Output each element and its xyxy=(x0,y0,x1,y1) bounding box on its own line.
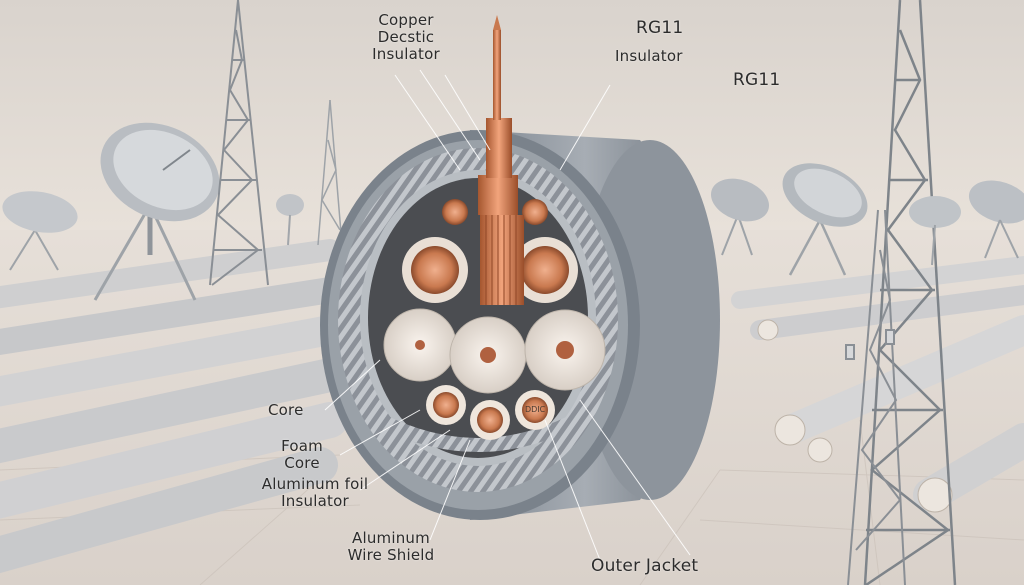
label-insulator-top: Insulator xyxy=(615,47,683,65)
satellite-dish-left-large xyxy=(93,122,220,301)
ground-cables-left xyxy=(0,239,348,574)
label-decstic: Decstic xyxy=(377,28,435,46)
satellite-dish-left-tiny xyxy=(276,194,304,246)
label-aluminum-foil-insulator: Aluminum foil Insulator xyxy=(250,476,380,510)
tower-right-large xyxy=(863,0,957,585)
copper-center-wire xyxy=(493,30,501,120)
tower-right-front xyxy=(845,209,906,585)
coaxial-cable-cross-section xyxy=(320,15,720,520)
label-core: Core xyxy=(268,401,304,419)
tower-left xyxy=(209,0,269,286)
satellite-dish-right-3 xyxy=(909,196,961,266)
satellite-dish-right-4 xyxy=(968,180,1024,259)
satellite-dish-left-small xyxy=(2,191,78,271)
label-foam: Foam xyxy=(281,437,323,455)
label-aluminum-wire-shield: Aluminum Wire Shield xyxy=(326,530,456,564)
satellite-dish-right-1 xyxy=(710,178,770,256)
label-insulator-left: Insulator xyxy=(372,45,440,63)
label-aluminum: Aluminum xyxy=(352,529,430,547)
label-rg11-right: RG11 xyxy=(733,70,781,90)
tower-left-distant xyxy=(317,99,343,246)
label-rg11-top: RG11 xyxy=(636,18,684,38)
copper-core-strands xyxy=(480,215,524,305)
label-copper: Copper xyxy=(378,11,434,29)
label-conductor-ddic: DDIC xyxy=(525,405,546,414)
label-copper-dielectric-insulator: Copper Decstic Insulator xyxy=(358,12,454,63)
satellite-dish-right-2 xyxy=(782,163,868,276)
label-insulator-bottom: Insulator xyxy=(281,492,349,510)
leader-lines xyxy=(324,69,691,561)
copper-core-base xyxy=(478,175,518,215)
label-outer-jacket: Outer Jacket xyxy=(591,556,699,576)
label-wire-shield: Wire Shield xyxy=(347,546,435,564)
label-foam-core-line2: Core xyxy=(284,454,320,472)
label-aluminum-foil: Aluminum foil xyxy=(261,475,369,493)
label-foam-core: Foam Core xyxy=(272,438,332,472)
